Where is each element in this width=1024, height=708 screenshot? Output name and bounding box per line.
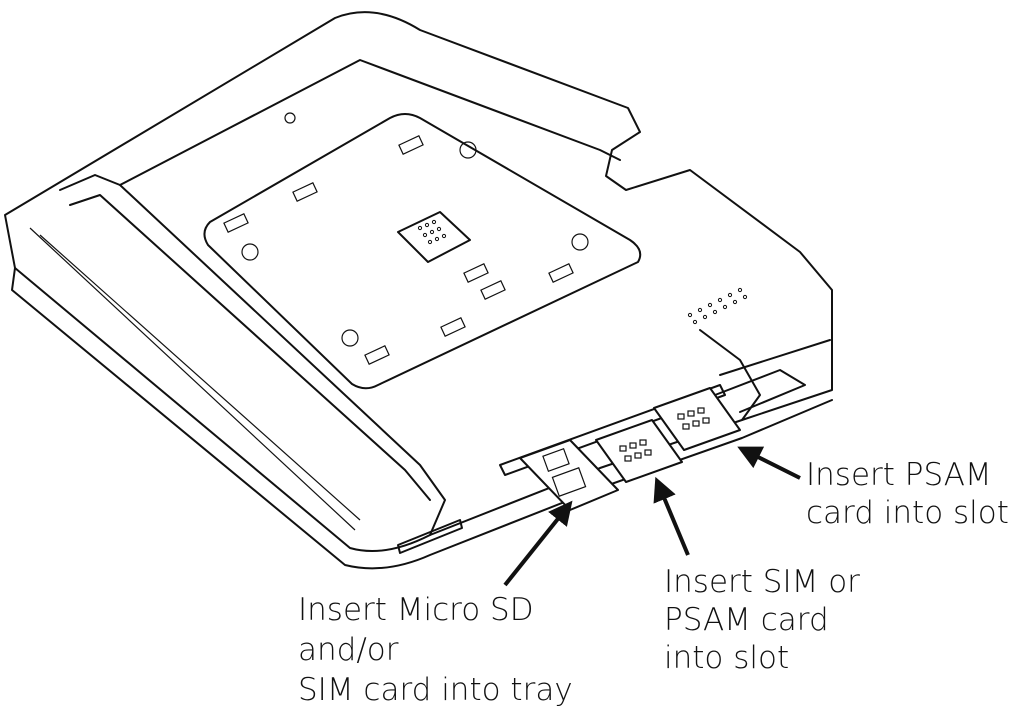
micro-sd-tray [519,439,619,511]
card-slot [499,384,726,476]
device-bottom-edge [11,267,833,570]
label-line: card into slot [806,495,1009,531]
sim-psam-card [595,419,683,483]
side-port [397,519,463,554]
label-line: into slot [664,640,790,676]
label-line: Insert SIM or [664,564,860,600]
top-rim [119,59,621,186]
label-line: Insert Micro SD [298,592,534,628]
label-insert-psam: Insert PSAM card into slot [806,456,1009,532]
connector-pad [397,211,471,263]
psam-card [653,387,741,451]
keyhole-icons [241,141,589,347]
arrow-psam [737,446,801,480]
label-line: PSAM card [664,602,829,638]
connector-pins [417,219,447,245]
label-line: Insert PSAM [806,457,992,493]
side-bumper-left [59,174,446,536]
screw-icon [284,112,296,124]
label-insert-microsd: Insert Micro SD and/or SIM card into tra… [298,590,573,708]
label-line: and/or [298,632,399,668]
arrow-sim-psam [653,476,690,556]
speaker-grille [687,287,748,325]
bumper-inner [69,194,431,501]
plate-slots [223,135,574,365]
label-line: SIM card into tray [298,672,573,708]
arrow-microsd [503,500,573,587]
label-insert-sim-or-psam: Insert SIM or PSAM card into slot [664,563,860,677]
